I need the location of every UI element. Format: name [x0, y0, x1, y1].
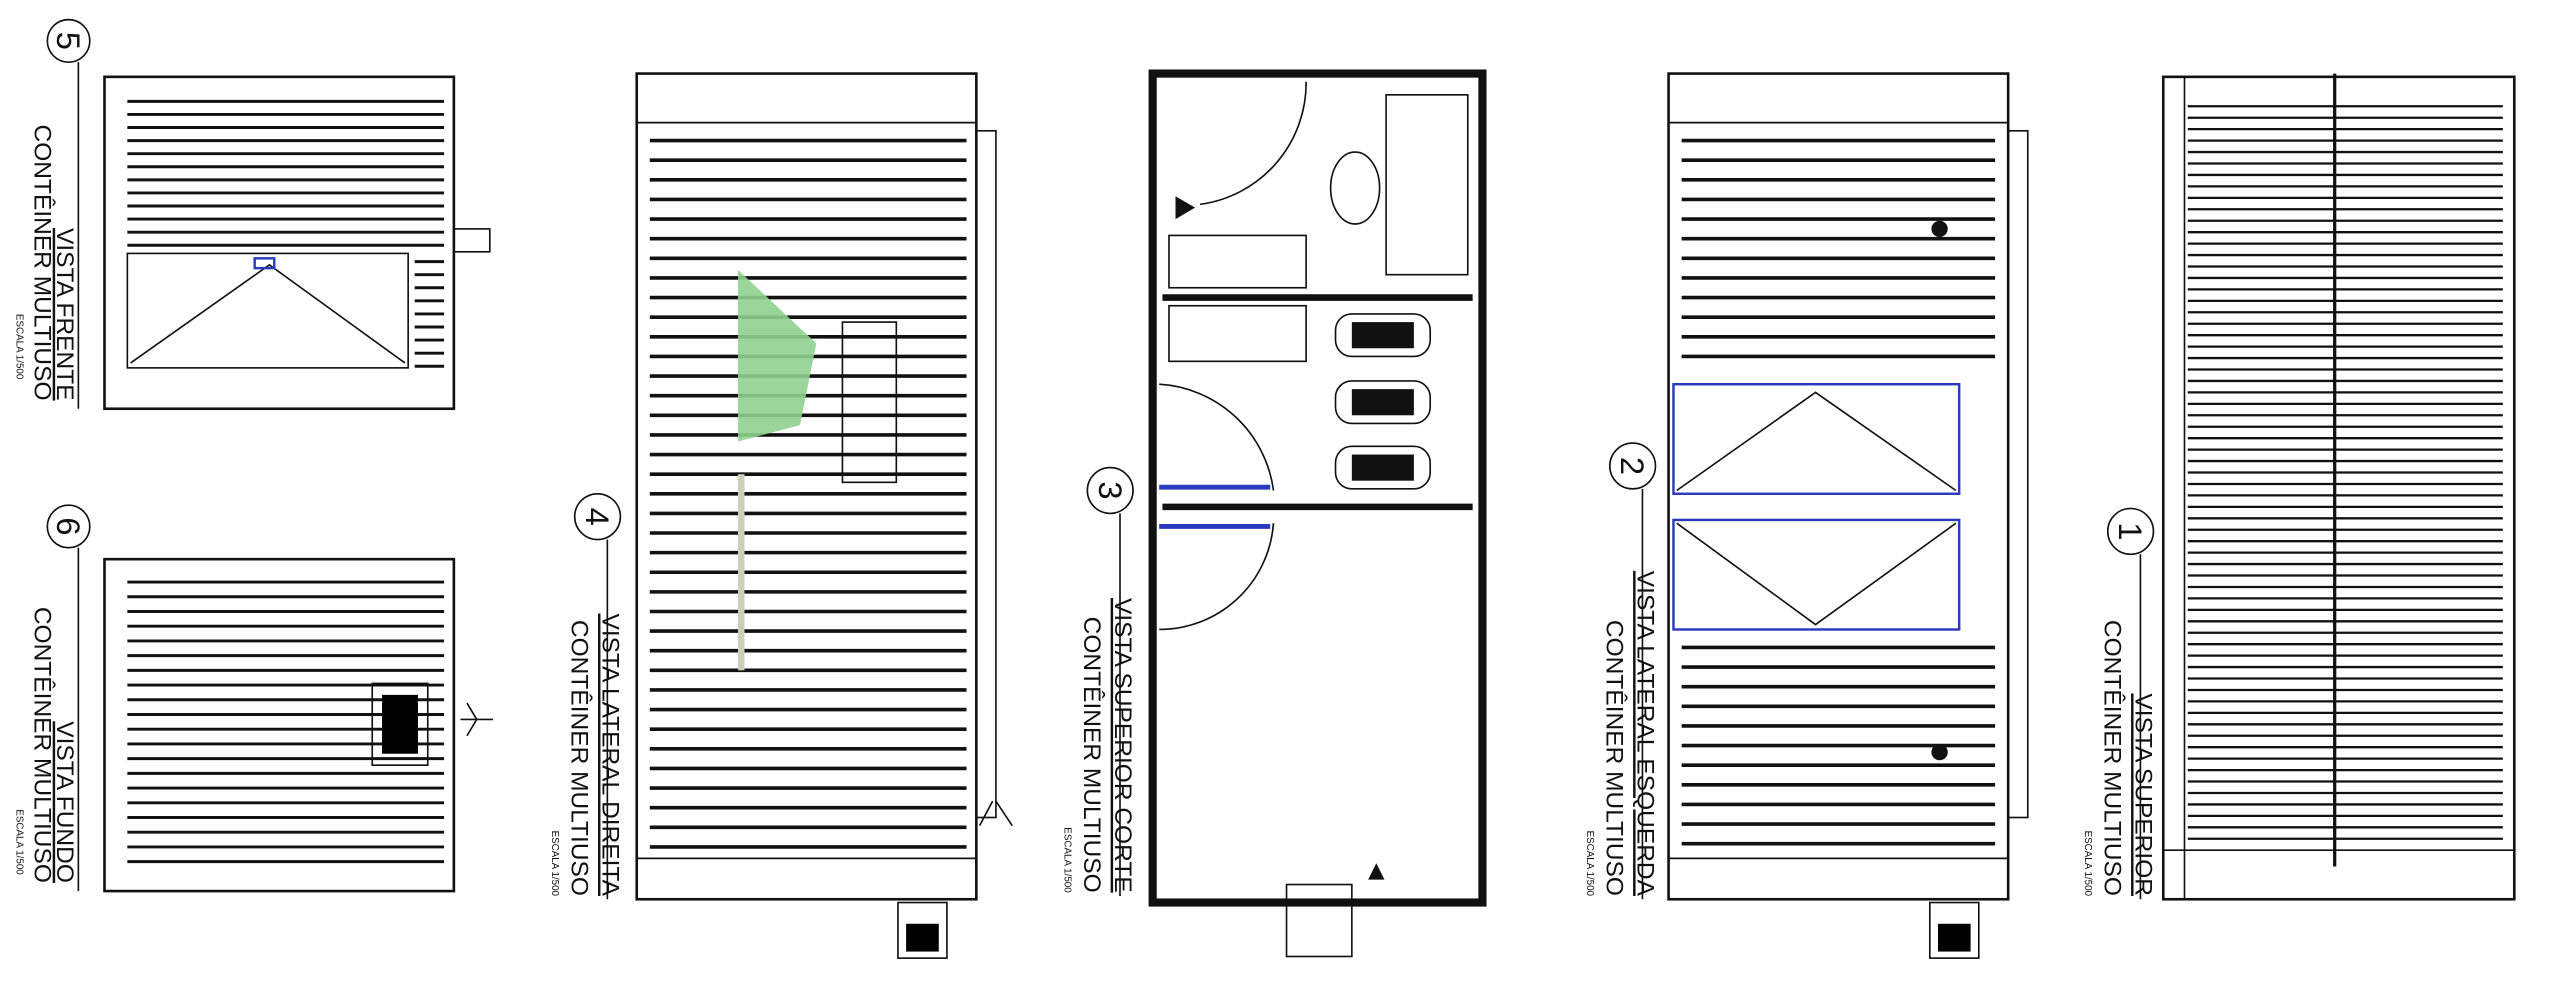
view-number-bubble: [46, 18, 91, 63]
outlet-symbol: [1175, 196, 1196, 220]
view-1-top: 1 VISTA SUPERIOR CONTÊINER MULTIUSO ESCA…: [2082, 73, 2516, 901]
view-subtitle: CONTÊINER MULTIUSO: [1601, 620, 1628, 896]
view-number: 6: [50, 517, 87, 535]
counter: [1168, 234, 1307, 289]
view-6-back: 6 VISTA FUNDO CONTÊINER MULTIUSO ESCALA …: [13, 504, 494, 893]
view-subtitle: CONTÊINER MULTIUSO: [2098, 620, 2125, 896]
view-number: 5: [50, 32, 87, 50]
view-2-left-side: 2 VISTA LATERAL ESQUERDA CONTÊINER MULTI…: [1584, 72, 2029, 959]
view-scale: ESCALA 1/500: [549, 831, 560, 897]
corrugated-panel: [1681, 645, 1996, 846]
plan-walls: [1148, 69, 1487, 907]
corrugated-panel: [414, 260, 445, 368]
view-label: 2 VISTA LATERAL ESQUERDA CONTÊINER MULTI…: [1584, 442, 1659, 900]
door-swing: [1199, 81, 1307, 206]
step-box: [1928, 901, 1980, 959]
view-label: 4 VISTA LATERAL DIREITA CONTÊINER MULTIU…: [549, 492, 623, 900]
corrugated-panel: [127, 99, 445, 247]
view-subtitle: CONTÊINER MULTIUSO: [28, 607, 55, 883]
window: [1672, 518, 1961, 631]
window-frame: [1159, 484, 1271, 529]
view-scale: ESCALA 1/500: [1061, 827, 1072, 893]
pipe: [453, 228, 491, 253]
corrugated-panel: [649, 138, 967, 849]
window: [1672, 382, 1961, 495]
view-number-bubble: [1086, 466, 1134, 515]
view-label: 3 VISTA SUPERIOR CORTE CONTÊINER MULTIUS…: [1061, 466, 1136, 896]
view-subtitle: CONTÊINER MULTIUSO: [1078, 617, 1105, 893]
container-frame: [2161, 75, 2516, 901]
step-box: [1285, 883, 1353, 958]
view-title: VISTA SUPERIOR CORTE: [1109, 598, 1136, 893]
view-subtitle: CONTÊINER MULTIUSO: [565, 620, 592, 896]
container-frame: [103, 557, 456, 893]
door-swing: [1159, 383, 1275, 491]
view-subtitle: CONTÊINER MULTIUSO: [28, 125, 55, 401]
view-label: 5 VISTA FRENTE CONTÊINER MULTIUSO ESCALA…: [13, 18, 91, 409]
corrugated-panel: [127, 580, 445, 864]
container-frame: [1667, 72, 2010, 901]
desk: [1385, 94, 1469, 276]
door-swing: [1159, 523, 1275, 631]
view-number: 3: [1092, 481, 1129, 499]
view-number-bubble: [1608, 442, 1657, 490]
view-5-front: 5 VISTA FRENTE CONTÊINER MULTIUSO ESCALA…: [13, 18, 491, 411]
view-number-bubble: [2106, 507, 2155, 556]
counter: [1168, 304, 1307, 363]
view-title: VISTA FRENTE: [51, 228, 78, 401]
chair: [1329, 151, 1381, 225]
view-number: 1: [2112, 522, 2149, 540]
window: [126, 252, 409, 369]
corrugated-panel: [2187, 105, 2503, 840]
step-box: [897, 901, 948, 959]
door-hatched: [841, 321, 898, 484]
view-scale: ESCALA 1/500: [1584, 831, 1595, 897]
equipment: [1334, 313, 1432, 490]
container-frame: [635, 72, 978, 901]
corrugated-panel: [1681, 138, 1996, 359]
view-3-plan-section: 3 VISTA SUPERIOR CORTE CONTÊINER MULTIUS…: [1061, 69, 1487, 958]
antenna-icon: [460, 702, 494, 737]
view-4-right-side: 4 VISTA LATERAL DIREITA CONTÊINER MULTIU…: [549, 72, 1013, 959]
view-scale: ESCALA 1/500: [13, 809, 24, 875]
view-title: VISTA FUNDO: [51, 721, 78, 883]
side-rail: [2007, 129, 2029, 819]
plant-graphic: [737, 269, 817, 442]
view-number-bubble: [46, 504, 91, 549]
view-scale: ESCALA 1/500: [2082, 831, 2093, 897]
window-hinge: [253, 257, 276, 270]
view-number-bubble: [573, 492, 622, 541]
view-title: VISTA SUPERIOR: [2130, 693, 2157, 896]
view-scale: ESCALA 1/500: [13, 314, 24, 380]
view-title: VISTA LATERAL DIREITA: [596, 613, 623, 896]
view-label: 1 VISTA SUPERIOR CONTÊINER MULTIUSO ESCA…: [2082, 507, 2157, 900]
view-label: 6 VISTA FUNDO CONTÊINER MULTIUSO ESCALA …: [13, 504, 91, 892]
view-number: 2: [1614, 457, 1651, 475]
side-rail: [975, 129, 997, 819]
view-number: 4: [579, 508, 616, 526]
view-title: VISTA LATERAL ESQUERDA: [1632, 571, 1659, 897]
vent-window: [371, 682, 429, 766]
